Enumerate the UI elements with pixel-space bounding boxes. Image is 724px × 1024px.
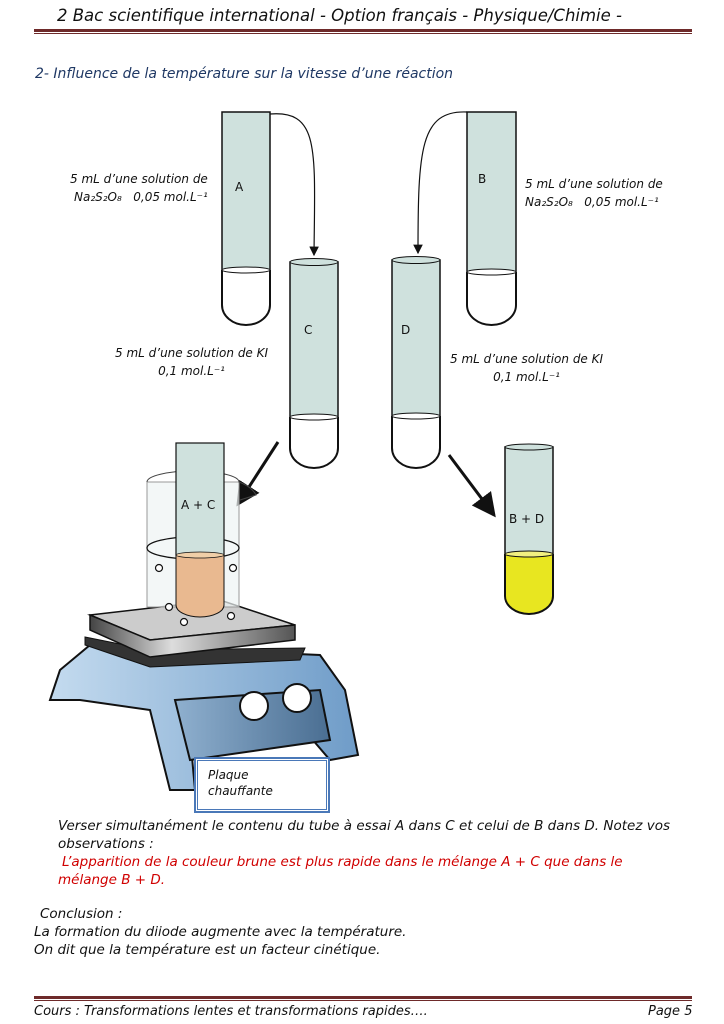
tube-a-formula: Na₂S₂O₈ (73, 190, 122, 204)
experiment-figure (48, 111, 554, 791)
footer-course: Cours : Transformations lentes et transf… (34, 1004, 428, 1019)
tube-a-label: A (235, 180, 244, 194)
tube-c-label: C (304, 323, 313, 337)
mix-bd-label: B + D (509, 512, 545, 526)
footer-page: Page 5 (648, 1004, 693, 1019)
observation-line1: L’apparition de la couleur brune est plu… (62, 854, 623, 870)
tube-d-description: 5 mL d’une solution de KI 0,1 mol.L⁻¹ (450, 350, 603, 386)
tube-b-label: B (478, 172, 487, 186)
tube-b-conc: 0,05 mol.L⁻¹ (584, 195, 659, 209)
hotplate-label-line2: chauffante (208, 784, 273, 798)
tube-a-conc: 0,05 mol.L⁻¹ (133, 190, 208, 204)
tube-d-conc: 0,1 mol.L⁻¹ (493, 370, 560, 384)
tube-d-desc-line: 5 mL d’une solution de KI (450, 352, 604, 366)
tube-b-description: 5 mL d’une solution de Na₂S₂O₈ 0,05 mol.… (525, 175, 663, 211)
section-title: 2- Influence de la température sur la vi… (35, 66, 454, 82)
tube-a-description: 5 mL d’une solution de Na₂S₂O₈ 0,05 mol.… (70, 170, 208, 206)
arrow-b-to-d (413, 111, 468, 255)
instruction-line1: Verser simultanément le contenu du tube … (58, 818, 670, 834)
tube-c-description: 5 mL d’une solution de KI 0,1 mol.L⁻¹ (115, 344, 268, 380)
tube-d (391, 256, 441, 469)
tube-b-desc-line: 5 mL d’une solution de (525, 177, 663, 191)
hotplate-label-line1: Plaque (208, 768, 249, 782)
arrow-a-to-c (269, 113, 319, 257)
tube-a (221, 111, 271, 326)
tube-b-formula: Na₂S₂O₈ (525, 195, 573, 209)
tube-a-plus-c (175, 442, 225, 618)
tube-c (289, 258, 339, 469)
bubbles (154, 563, 238, 627)
tube-b (466, 111, 517, 326)
hotplate-label-box: Plaque chauffante (194, 757, 330, 813)
arrow-d-to-tube (447, 454, 496, 518)
conclusion-line2: On dit que la température est un facteur… (34, 942, 381, 958)
tube-a-desc-line: 5 mL d’une solution de (70, 172, 208, 186)
instruction-line2: observations : (58, 836, 154, 852)
header-rule (34, 29, 692, 34)
tube-b-plus-d (504, 443, 554, 615)
arrow-c-to-beaker (236, 441, 280, 507)
mix-ac-label: A + C (181, 498, 216, 512)
tube-c-desc-line: 5 mL d’une solution de KI (115, 346, 269, 360)
conclusion-line1: La formation du diiode augmente avec la … (34, 924, 407, 940)
footer-rule (34, 996, 692, 1001)
header-title: 2 Bac scientifique international - Optio… (57, 6, 622, 25)
observation-line2: mélange B + D. (58, 872, 166, 888)
tube-d-label: D (401, 323, 411, 337)
tube-c-conc: 0,1 mol.L⁻¹ (158, 364, 225, 378)
conclusion-title: Conclusion : (40, 906, 123, 922)
hotplate (48, 599, 360, 791)
